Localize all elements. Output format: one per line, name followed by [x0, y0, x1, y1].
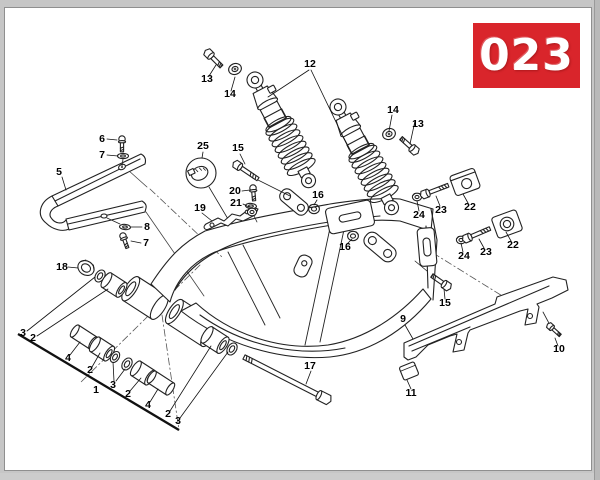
part-callout-13: 13 [201, 73, 213, 85]
chain-guard [404, 277, 568, 360]
part-callout-4: 4 [145, 399, 151, 411]
part-callout-14: 14 [387, 104, 399, 116]
part-callout-8: 8 [144, 221, 150, 233]
pivot-bushing-kit [18, 257, 333, 430]
part-callout-4: 4 [65, 352, 71, 364]
spacer [146, 370, 177, 397]
part-callout-24: 24 [413, 209, 425, 221]
part-callout-22: 22 [464, 201, 476, 213]
swingarm-pivot-tube-left [119, 274, 172, 322]
part-callout-17: 17 [304, 360, 316, 372]
part-callout-7: 7 [143, 237, 149, 249]
kit-bracket-line [18, 334, 179, 430]
part-callout-3: 3 [175, 415, 181, 427]
guide-screw [244, 183, 259, 222]
part-callout-25: 25 [197, 140, 209, 152]
bushing [99, 271, 129, 299]
part-callout-14: 14 [224, 88, 236, 100]
part-callout-21: 21 [230, 197, 242, 209]
shock-mount-bolt-left [201, 46, 244, 77]
shock-clevis-right [361, 229, 399, 264]
seal-ring [225, 341, 240, 357]
rear-axle-plate [325, 200, 375, 235]
part-callout-6: 6 [99, 133, 105, 145]
part-callout-18: 18 [56, 261, 68, 273]
lower-pivot-bolt [415, 261, 454, 293]
part-callout-13: 13 [412, 118, 424, 130]
part-callout-2: 2 [87, 364, 93, 376]
rear-end-plate [417, 227, 437, 266]
clevis-nut-right [347, 230, 359, 242]
part-callout-9: 9 [400, 313, 406, 325]
seal-ring [108, 350, 121, 364]
shock-clevis-left [277, 186, 311, 217]
pivot-nut [75, 257, 97, 278]
part-callout-2: 2 [30, 332, 36, 344]
chain-adjuster-bottom [455, 209, 523, 245]
part-callout-2: 2 [125, 388, 131, 400]
part-callout-3: 3 [20, 327, 26, 339]
shock-mount-bolt-right [380, 126, 422, 158]
guard-screw-bottom [107, 218, 132, 250]
part-callout-3: 3 [110, 379, 116, 391]
part-callout-15: 15 [232, 142, 244, 154]
part-callout-5: 5 [56, 166, 62, 178]
swingarm [119, 199, 438, 358]
swingarm-lower-arm [181, 289, 431, 358]
clamp-detail [186, 158, 228, 219]
chain-adjuster-top [411, 168, 480, 202]
part-callout-19: 19 [194, 202, 206, 214]
page-code-badge: 023 [473, 23, 580, 88]
part-callout-23: 23 [480, 246, 492, 258]
part-callout-23: 23 [435, 204, 447, 216]
guard-rubber-pad [399, 362, 419, 381]
guard-bolt [545, 321, 563, 339]
part-callout-10: 10 [553, 343, 565, 355]
callout-leaders [27, 65, 558, 418]
part-callout-12: 12 [304, 58, 316, 70]
upper-pivot-bolt [230, 158, 290, 196]
page-right-margin [594, 0, 600, 480]
part-callout-15: 15 [439, 297, 451, 309]
part-callout-22: 22 [507, 239, 519, 251]
page-bottom-margin [0, 473, 600, 480]
brake-stay-tab [292, 253, 314, 279]
part-callout-2: 2 [165, 408, 171, 420]
swingarm-upper-arm [151, 199, 433, 302]
part-callout-11: 11 [405, 387, 416, 399]
part-callout-16: 16 [339, 241, 351, 253]
part-callout-7: 7 [99, 149, 105, 161]
part-callout-24: 24 [458, 250, 470, 262]
seal-ring [120, 356, 135, 372]
bushing [87, 335, 116, 362]
part-callout-1: 1 [93, 384, 99, 396]
belt-guard [40, 154, 146, 230]
pivot-axle-bolt [242, 353, 333, 406]
bushing [199, 325, 232, 355]
guard-screw-top [116, 135, 130, 166]
part-callout-16: 16 [312, 189, 324, 201]
part-callout-20: 20 [229, 185, 241, 197]
